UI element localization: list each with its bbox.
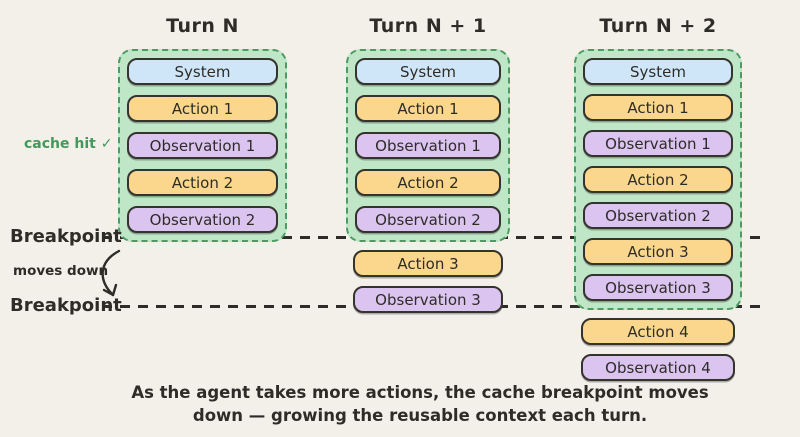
block-system: System <box>127 58 278 85</box>
block-observation: Observation 3 <box>583 274 733 301</box>
column-title: Turn N + 2 <box>599 15 717 37</box>
block-action: Action 4 <box>581 318 735 345</box>
block-action: Action 3 <box>353 250 503 277</box>
block-observation: Observation 1 <box>127 132 278 159</box>
block-observation: Observation 3 <box>353 286 503 313</box>
figure-caption: As the agent takes more actions, the cac… <box>40 381 800 427</box>
block-action: Action 1 <box>127 95 278 122</box>
uncached-context-group: Action 4 Observation 4 <box>574 310 742 381</box>
block-system: System <box>583 58 733 85</box>
caption-line-2: down — growing the reusable context each… <box>192 406 648 425</box>
block-observation: Observation 1 <box>583 130 733 157</box>
block-observation: Observation 2 <box>583 202 733 229</box>
caption-line-1: As the agent takes more actions, the cac… <box>131 383 709 402</box>
breakpoint-bottom-label: Breakpoint <box>10 295 122 316</box>
column-title: Turn N <box>166 15 239 37</box>
block-action: Action 2 <box>355 169 501 196</box>
block-action: Action 2 <box>127 169 278 196</box>
cache-hit-label: cache hit ✓ <box>24 136 113 152</box>
block-observation: Observation 4 <box>581 354 735 381</box>
block-action: Action 2 <box>583 166 733 193</box>
block-system: System <box>355 58 501 85</box>
block-action: Action 1 <box>583 94 733 121</box>
uncached-context-group: Action 3 Observation 3 <box>346 242 510 313</box>
moves-down-arrow-icon <box>101 249 121 297</box>
breakpoint-top-label: Breakpoint <box>10 226 122 247</box>
block-observation: Observation 1 <box>355 132 501 159</box>
block-action: Action 3 <box>583 238 733 265</box>
moves-down-label: moves down <box>13 263 109 279</box>
block-observation: Observation 2 <box>355 206 501 233</box>
block-observation: Observation 2 <box>127 206 278 233</box>
column-title: Turn N + 1 <box>369 15 487 37</box>
block-action: Action 1 <box>355 95 501 122</box>
